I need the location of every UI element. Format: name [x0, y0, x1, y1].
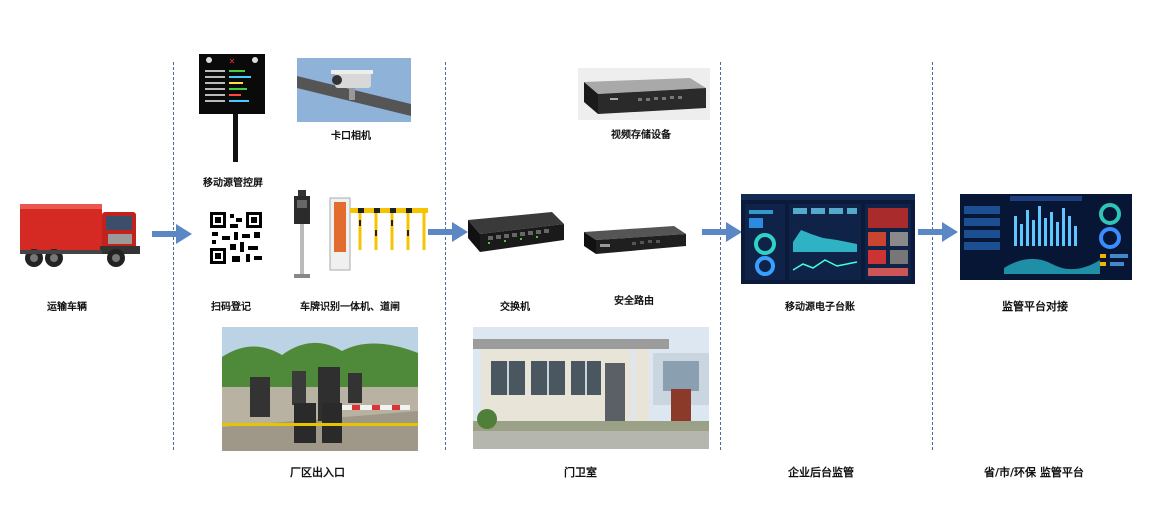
plate-gate-label: 车牌识别一体机、道闸	[300, 302, 400, 313]
router-image	[582, 222, 688, 258]
divider-1	[173, 62, 174, 450]
ledger-dashboard-image	[741, 194, 915, 284]
qr-code-icon	[208, 210, 264, 266]
truck-image	[20, 198, 140, 272]
svg-text:✕: ✕	[229, 57, 236, 66]
arrow-3	[702, 222, 742, 242]
arrow-4	[918, 222, 958, 242]
camera-image	[297, 58, 411, 122]
plate-gate-image	[290, 190, 430, 282]
guard-room-photo	[473, 327, 709, 449]
province-label: 省/市/环保 监管平台	[984, 466, 1084, 479]
factory-gate-label: 厂区出入口	[290, 466, 345, 479]
storage-label: 视频存储设备	[611, 130, 671, 141]
switch-label: 交换机	[500, 302, 530, 313]
divider-3	[720, 62, 721, 450]
storage-image	[578, 68, 710, 120]
enterprise-label: 企业后台监管	[788, 466, 854, 479]
led-screen-image: ✕	[197, 52, 267, 162]
guard-room-label: 门卫室	[564, 466, 597, 479]
router-label: 安全路由	[614, 296, 654, 307]
divider-4	[932, 62, 933, 450]
ledger-label: 移动源电子台账	[785, 302, 855, 313]
factory-gate-photo	[222, 327, 418, 451]
monitor-label: 监管平台对接	[1002, 300, 1068, 313]
truck-label: 运输车辆	[47, 302, 87, 313]
monitor-dashboard-image	[960, 194, 1132, 280]
qr-register-label: 扫码登记	[211, 302, 251, 313]
arrow-1	[152, 224, 192, 244]
switch-image	[466, 208, 566, 258]
led-screen-label: 移动源管控屏	[203, 178, 263, 189]
divider-2	[445, 62, 446, 450]
arrow-2	[428, 222, 468, 242]
camera-label: 卡口相机	[331, 131, 371, 142]
